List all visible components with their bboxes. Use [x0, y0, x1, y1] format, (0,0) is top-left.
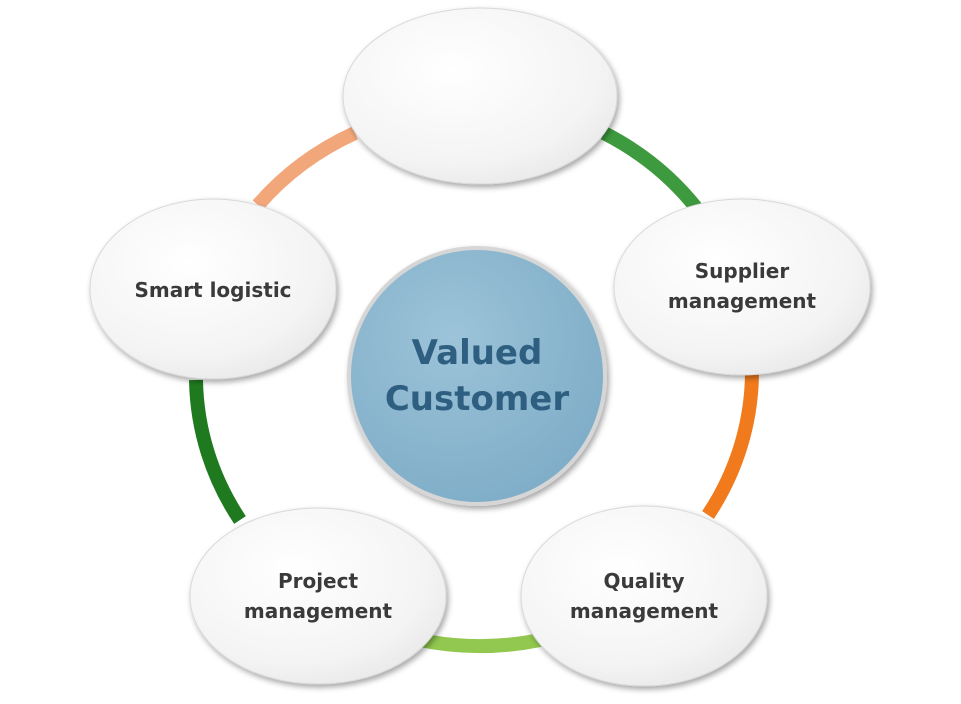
arc-quality-project: [418, 633, 542, 653]
arc-logistic-top: [252, 126, 358, 210]
node-logistic: Smart logistic: [89, 198, 337, 380]
node-supplier-line1: Supplier: [695, 259, 790, 283]
node-top: [342, 7, 618, 185]
ring-arcs: [189, 126, 760, 653]
node-logistic-line1: Smart logistic: [134, 278, 291, 302]
center-line1: Valued: [412, 333, 543, 373]
node-supplier-line2: management: [668, 289, 817, 313]
node-quality-line1: Quality: [603, 569, 684, 593]
center-node: Valued Customer: [347, 246, 607, 506]
arc-top-supplier: [600, 126, 704, 215]
node-quality-line2: management: [570, 599, 719, 623]
node-project: Project management: [189, 507, 447, 685]
arc-supplier-quality: [702, 369, 760, 519]
node-project-line2: management: [244, 599, 393, 623]
node-supplier: Supplier management: [613, 198, 871, 376]
node-project-line1: Project: [278, 569, 359, 593]
arc-project-logistic: [189, 379, 246, 524]
center-line2: Customer: [385, 379, 569, 419]
node-quality: Quality management: [520, 505, 768, 687]
